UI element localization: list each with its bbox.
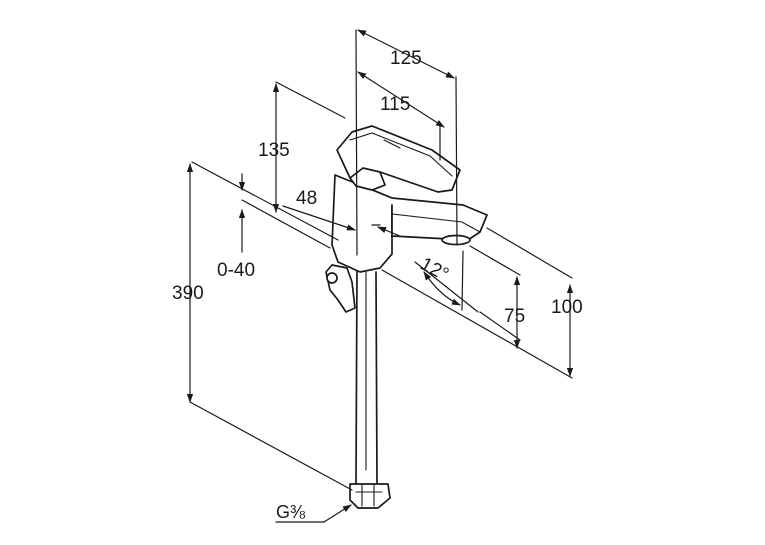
thread-size-label: G⅜ — [276, 502, 306, 522]
dim-100-label: 100 — [551, 297, 583, 318]
faucet-outline — [325, 125, 488, 509]
dim-115-label: 115 — [380, 94, 410, 115]
dim-0-40-label: 0-40 — [217, 260, 255, 281]
dim-48-label: 48 — [296, 188, 317, 209]
dim-75-label: 75 — [504, 306, 525, 327]
dim-125-label: 125 — [390, 48, 422, 69]
dim-390-label: 390 — [172, 283, 204, 304]
dimension-lines — [186, 29, 574, 523]
dim-135-label: 135 — [258, 140, 290, 161]
dim-12-degree-label: 12° — [417, 254, 452, 286]
